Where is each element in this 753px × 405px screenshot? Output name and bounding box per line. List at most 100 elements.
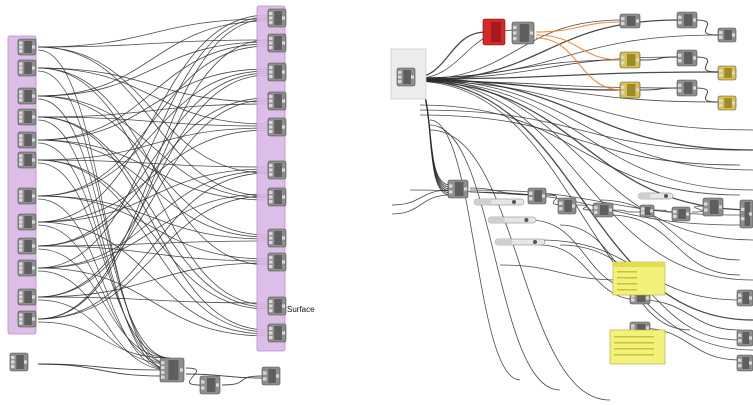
component-icon (274, 190, 282, 204)
wire-left (37, 16, 269, 269)
pt-component[interactable] (17, 259, 37, 277)
output-port (411, 75, 414, 79)
wire-right (411, 78, 753, 281)
panel-text-line (617, 283, 637, 285)
bake-component[interactable] (261, 366, 281, 386)
cp-component[interactable] (447, 179, 469, 199)
yellow-component[interactable] (717, 95, 737, 111)
number-slider[interactable] (494, 238, 546, 246)
input-port (11, 355, 15, 360)
pt-component[interactable] (17, 213, 37, 231)
yellow-panel[interactable] (612, 261, 666, 296)
wire-right (694, 19, 719, 36)
component[interactable] (592, 202, 614, 218)
wire-left (37, 170, 269, 269)
pt-component[interactable] (17, 87, 37, 105)
srfpt-component[interactable] (267, 91, 287, 111)
wire-bottom (37, 363, 163, 377)
yellow-component[interactable] (619, 51, 641, 69)
pt-component[interactable] (9, 352, 29, 372)
output-port (32, 45, 35, 49)
input-port (269, 94, 273, 99)
pt-component[interactable] (17, 151, 37, 169)
loft-component[interactable] (199, 375, 221, 395)
slider-handle[interactable] (664, 194, 668, 198)
pt-component[interactable] (17, 237, 37, 255)
component[interactable] (736, 289, 753, 307)
input-port (704, 202, 708, 206)
number-slider[interactable] (487, 216, 537, 224)
input-port (19, 90, 23, 94)
component[interactable] (676, 11, 698, 29)
component[interactable] (736, 354, 753, 372)
output-port (282, 304, 285, 308)
component[interactable] (736, 329, 753, 347)
number-slider[interactable] (637, 192, 674, 200)
input-port (161, 375, 165, 379)
srf-split-component[interactable] (511, 21, 535, 45)
yellow-component[interactable] (619, 81, 641, 99)
pt-component[interactable] (17, 187, 37, 205)
component[interactable] (527, 187, 547, 205)
slider-label-box (638, 193, 651, 199)
srfpt-component[interactable] (267, 160, 287, 180)
srfpt-component[interactable] (267, 296, 287, 316)
srfpt-component[interactable] (267, 8, 287, 28)
input-port (269, 260, 273, 264)
input-port (19, 224, 23, 228)
pt-component[interactable] (17, 108, 37, 126)
pt-component[interactable] (396, 67, 416, 87)
srfpt-component[interactable] (267, 117, 287, 137)
srfpt-component[interactable] (267, 187, 287, 207)
number-slider[interactable] (473, 198, 525, 206)
component[interactable] (557, 197, 577, 215)
pt-component[interactable] (17, 288, 37, 306)
component[interactable] (702, 197, 724, 217)
wire-left (37, 195, 269, 320)
component[interactable] (671, 206, 691, 222)
component[interactable] (676, 79, 698, 97)
srfpt-component[interactable] (267, 62, 287, 82)
output-port (464, 187, 467, 191)
pt-component[interactable] (17, 38, 37, 56)
yellow-panel[interactable] (609, 329, 666, 365)
component[interactable] (676, 49, 698, 67)
input-port (269, 45, 273, 50)
output-port (732, 101, 735, 105)
input-port (19, 262, 23, 266)
component-icon (684, 82, 693, 94)
component[interactable] (717, 27, 737, 43)
component[interactable] (639, 204, 655, 218)
input-port (269, 304, 273, 308)
component[interactable] (739, 199, 753, 229)
srfpt-component[interactable] (267, 33, 287, 53)
srfpt-component[interactable] (267, 228, 287, 248)
slider-handle[interactable] (533, 240, 537, 244)
component-icon (274, 11, 282, 25)
input-port (641, 211, 645, 215)
wire-right (609, 214, 741, 276)
pt-component[interactable] (17, 59, 37, 77)
input-port (269, 70, 273, 74)
voronoi-component[interactable] (482, 18, 506, 46)
pt-component[interactable] (17, 131, 37, 149)
srf-component[interactable] (159, 357, 185, 383)
wire-right (639, 327, 741, 361)
srfpt-component[interactable] (267, 252, 287, 272)
pt-component[interactable] (17, 310, 37, 328)
input-port (678, 83, 682, 87)
component[interactable] (619, 13, 641, 29)
slider-handle[interactable] (512, 200, 516, 204)
surface-label: Surface (287, 305, 315, 314)
input-port (19, 317, 23, 321)
input-port (513, 36, 517, 41)
srfpt-component[interactable] (267, 323, 287, 343)
input-port (269, 11, 273, 16)
slider-handle[interactable] (524, 218, 529, 222)
slider-label-box (495, 239, 513, 245)
input-port (559, 201, 563, 205)
output-port (282, 99, 285, 103)
yellow-component[interactable] (717, 65, 737, 81)
